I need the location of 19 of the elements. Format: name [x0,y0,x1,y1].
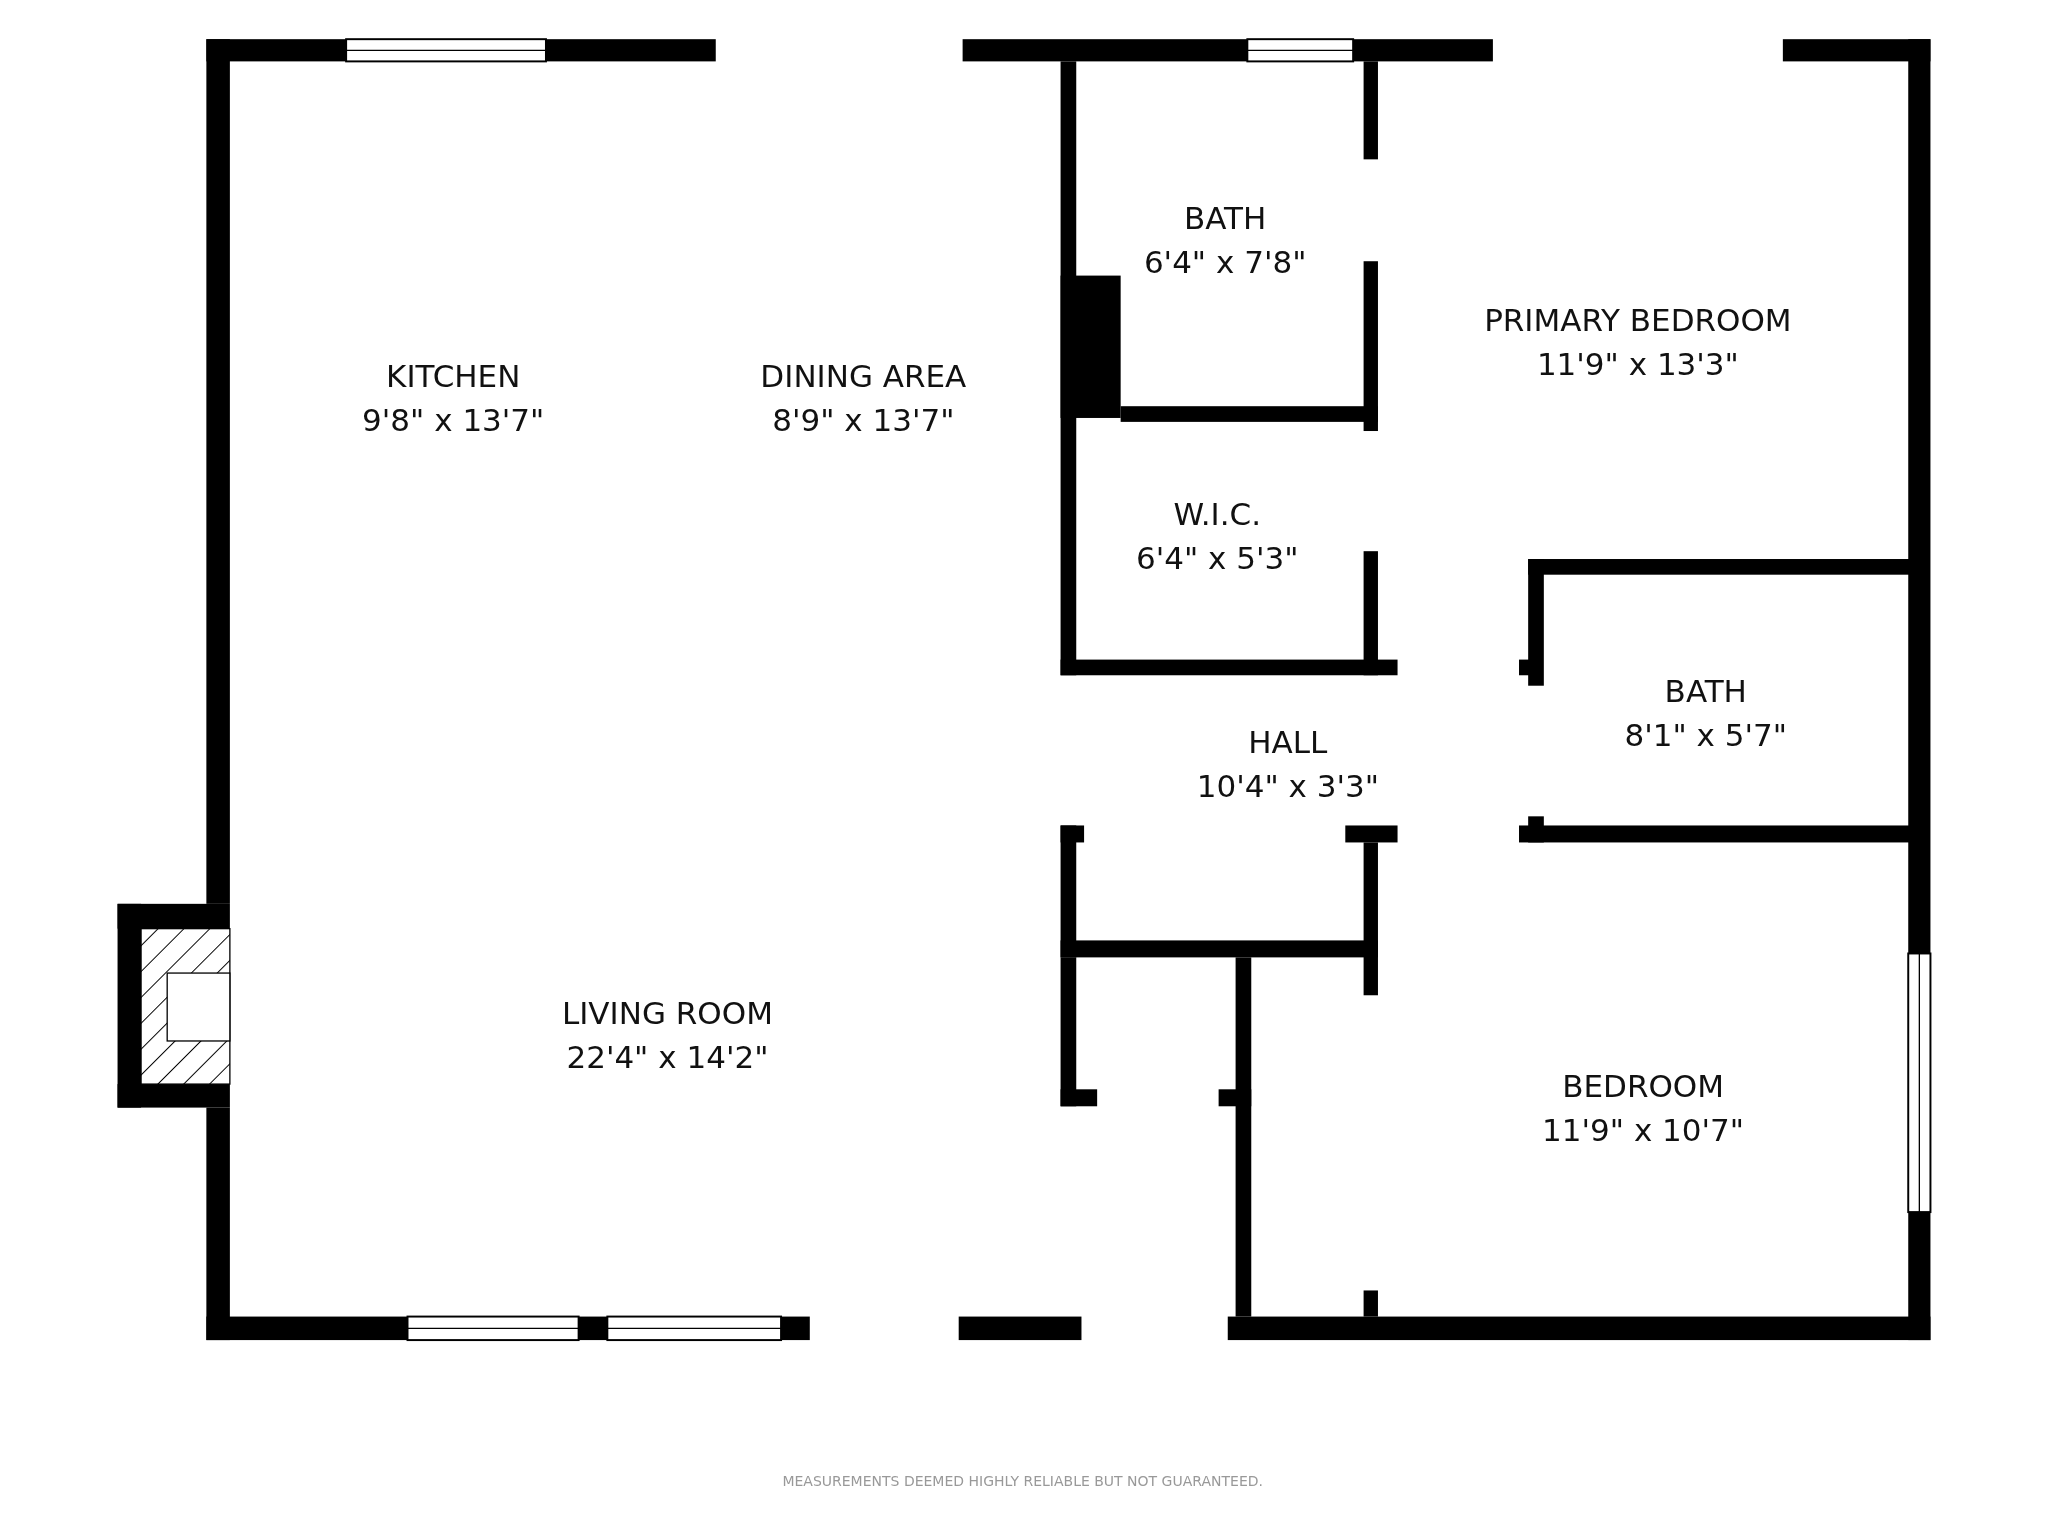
room-name: BATH [1183,198,1268,238]
room-dimensions: 6'4" x 7'8" [1143,242,1307,282]
room-name: KITCHEN [385,356,522,396]
room-dimensions: 11'9" x 13'3" [1535,344,1740,384]
room-name: BEDROOM [1561,1067,1725,1107]
room-dimensions: 8'1" x 5'7" [1624,715,1788,755]
room-dimensions: 6'4" x 5'3" [1136,539,1299,579]
room-name: W.I.C. [1172,495,1262,535]
room-dimensions: 11'9" x 10'7" [1542,1111,1745,1151]
room-name: LIVING ROOM [561,994,773,1034]
room-dimensions: 8'9" x 13'7" [771,400,956,440]
room-name: DINING AREA [760,356,967,396]
room-name: BATH [1663,671,1748,711]
room-name: PRIMARY BEDROOM [1484,300,1792,340]
room-dimensions: 9'8" x 13'7" [362,400,545,440]
disclaimer-note: MEASUREMENTS DEEMED HIGHLY RELIABLE BUT NOT GUARANTEED. [782,1473,1263,1490]
room-name: HALL [1247,722,1329,762]
room-dimensions: 10'4" x 3'3" [1196,766,1379,806]
room-dimensions: 22'4" x 14'2" [565,1038,770,1078]
